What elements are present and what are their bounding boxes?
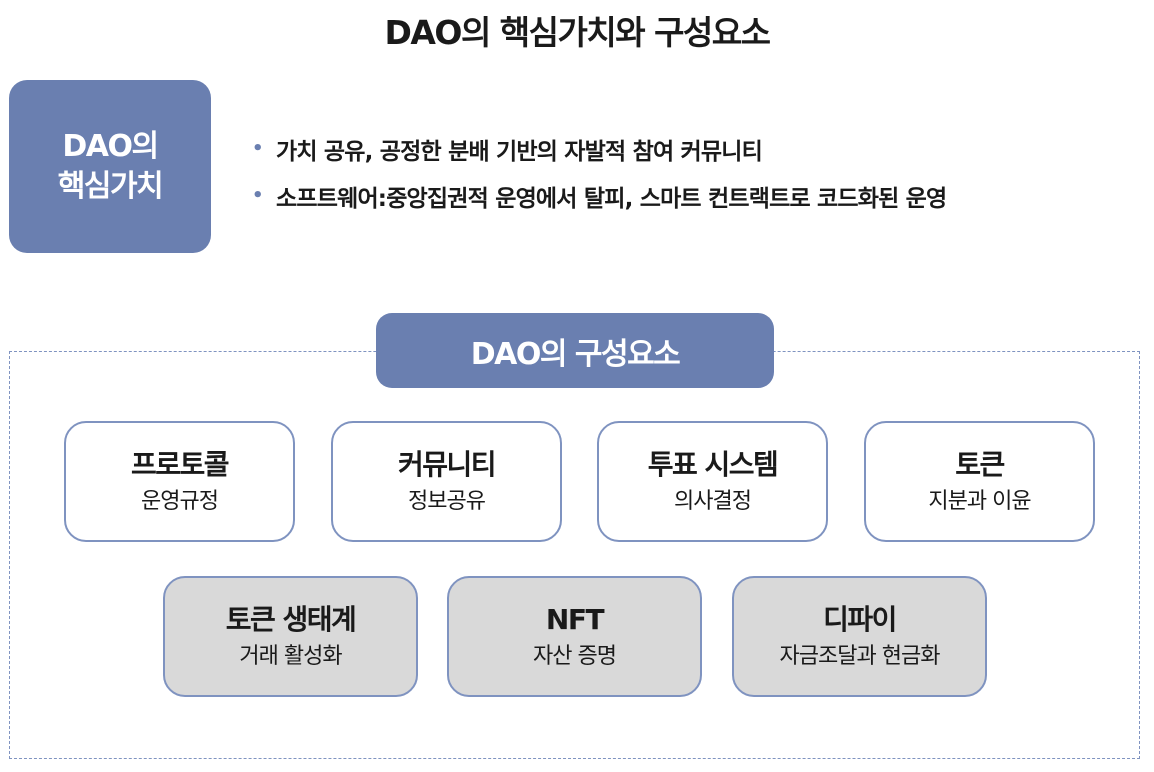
component-subtitle: 정보공유 bbox=[408, 488, 486, 514]
bullet-dot-icon: • bbox=[252, 138, 264, 159]
component-title: 프로토콜 bbox=[130, 447, 230, 481]
bullet-item: • 소프트웨어:중앙집권적 운영에서 탈피, 스마트 컨트랙트로 코드화된 운영 bbox=[252, 172, 947, 219]
component-subtitle: 거래 활성화 bbox=[239, 643, 342, 669]
component-subtitle: 지분과 이윤 bbox=[928, 488, 1031, 514]
core-value-box: DAO의 핵심가치 bbox=[9, 80, 211, 253]
component-card-defi: 디파이 자금조달과 현금화 bbox=[732, 576, 987, 697]
page-title: DAO의 핵심가치와 구성요소 bbox=[384, 13, 771, 52]
component-title: 토큰 생태계 bbox=[225, 602, 357, 636]
component-title: 투표 시스템 bbox=[647, 447, 779, 481]
component-card-voting-system: 투표 시스템 의사결정 bbox=[597, 421, 828, 542]
core-value-label-line1: DAO의 bbox=[62, 128, 159, 164]
components-dashed-frame bbox=[9, 351, 1140, 759]
component-title: NFT bbox=[545, 602, 605, 636]
component-title: 커뮤니티 bbox=[397, 447, 497, 481]
bullet-text: 소프트웨어:중앙집권적 운영에서 탈피, 스마트 컨트랙트로 코드화된 운영 bbox=[276, 185, 947, 212]
component-card-token: 토큰 지분과 이윤 bbox=[864, 421, 1095, 542]
bullet-dot-icon: • bbox=[252, 185, 264, 206]
component-subtitle: 의사결정 bbox=[674, 488, 752, 514]
core-value-label-line2: 핵심가치 bbox=[57, 168, 164, 204]
component-subtitle: 운영규정 bbox=[141, 488, 219, 514]
component-card-community: 커뮤니티 정보공유 bbox=[331, 421, 562, 542]
component-title: 디파이 bbox=[823, 602, 897, 636]
core-value-bullet-list: • 가치 공유, 공정한 분배 기반의 자발적 참여 커뮤니티 • 소프트웨어:… bbox=[252, 125, 947, 219]
component-card-protocol: 프로토콜 운영규정 bbox=[64, 421, 295, 542]
component-card-nft: NFT 자산 증명 bbox=[447, 576, 702, 697]
bullet-item: • 가치 공유, 공정한 분배 기반의 자발적 참여 커뮤니티 bbox=[252, 125, 946, 172]
bullet-text: 가치 공유, 공정한 분배 기반의 자발적 참여 커뮤니티 bbox=[276, 138, 763, 165]
components-header: DAO의 구성요소 bbox=[376, 313, 774, 388]
component-subtitle: 자금조달과 현금화 bbox=[779, 643, 941, 669]
component-card-token-ecosystem: 토큰 생태계 거래 활성화 bbox=[163, 576, 418, 697]
component-title: 토큰 bbox=[955, 447, 1005, 481]
component-subtitle: 자산 증명 bbox=[533, 643, 617, 669]
